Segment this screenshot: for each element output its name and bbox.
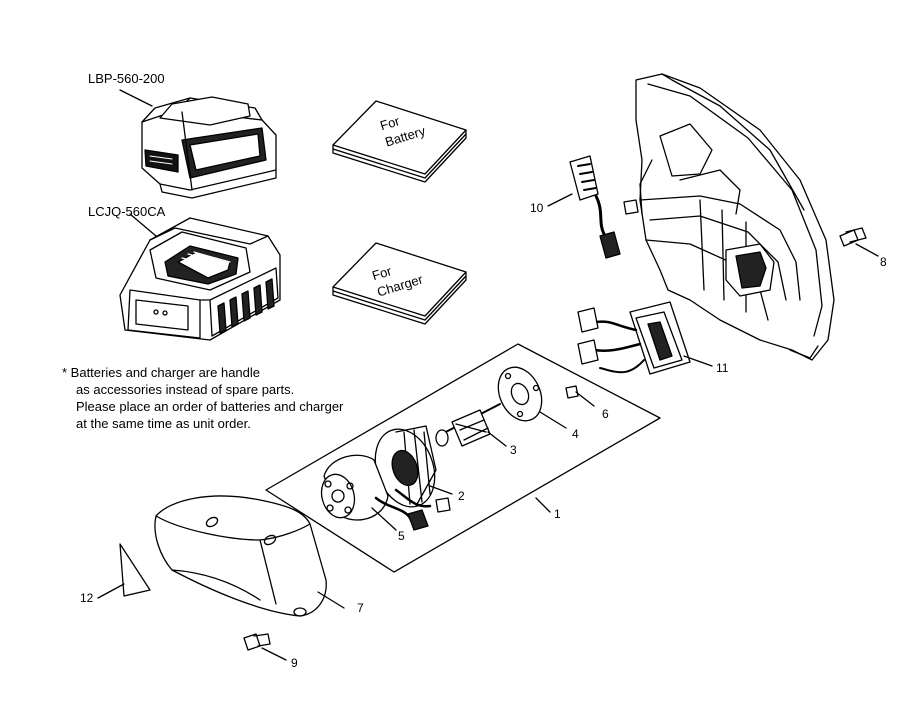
controller-11-drawing (577, 301, 713, 375)
manual-battery-drawing (332, 100, 467, 183)
callout-5: 5 (398, 529, 405, 543)
callout-11: 11 (716, 361, 729, 375)
note-line-4: at the same time as unit order. (76, 416, 251, 431)
motor-assembly-outline (265, 343, 661, 573)
callout-12: 12 (80, 591, 94, 605)
callout-1: 1 (554, 507, 561, 521)
callout-3: 3 (510, 443, 517, 457)
leader-1 (535, 497, 551, 513)
note-line-2: as accessories instead of spare parts. (76, 382, 295, 397)
nozzle-cover-7-drawing (154, 495, 345, 617)
callout-6: 6 (602, 407, 609, 421)
callout-9: 9 (291, 656, 298, 670)
battery-leader-line (119, 89, 153, 107)
screw-6-drawing (565, 385, 595, 407)
charger-drawing (119, 217, 281, 341)
screw-8-drawing (839, 227, 879, 257)
endcap-5-drawing (320, 454, 429, 531)
callout-4: 4 (572, 427, 579, 441)
battery-model-label: LBP-560-200 (88, 71, 165, 86)
note-line-3: Please place an order of batteries and c… (76, 399, 344, 414)
battery-pack-drawing (141, 96, 277, 199)
bearing-plate-4-drawing (497, 366, 567, 429)
blower-housing-drawing (635, 73, 835, 361)
callout-2: 2 (458, 489, 465, 503)
label-12-drawing (97, 543, 151, 599)
harness-10-drawing (547, 155, 639, 259)
callout-8: 8 (880, 255, 887, 269)
note-line-1: * Batteries and charger are handle (62, 365, 261, 380)
callout-10: 10 (530, 201, 544, 215)
charger-model-label: LCJQ-560CA (88, 204, 166, 219)
manual-charger-drawing (332, 242, 467, 325)
bolt-9-drawing (243, 633, 287, 661)
callout-7: 7 (357, 601, 364, 615)
stator-2-drawing (374, 425, 453, 513)
charger-leader-line (129, 213, 157, 237)
accessory-note: * Batteries and charger are handle as ac… (62, 364, 343, 432)
rotor-3-drawing (435, 403, 507, 447)
